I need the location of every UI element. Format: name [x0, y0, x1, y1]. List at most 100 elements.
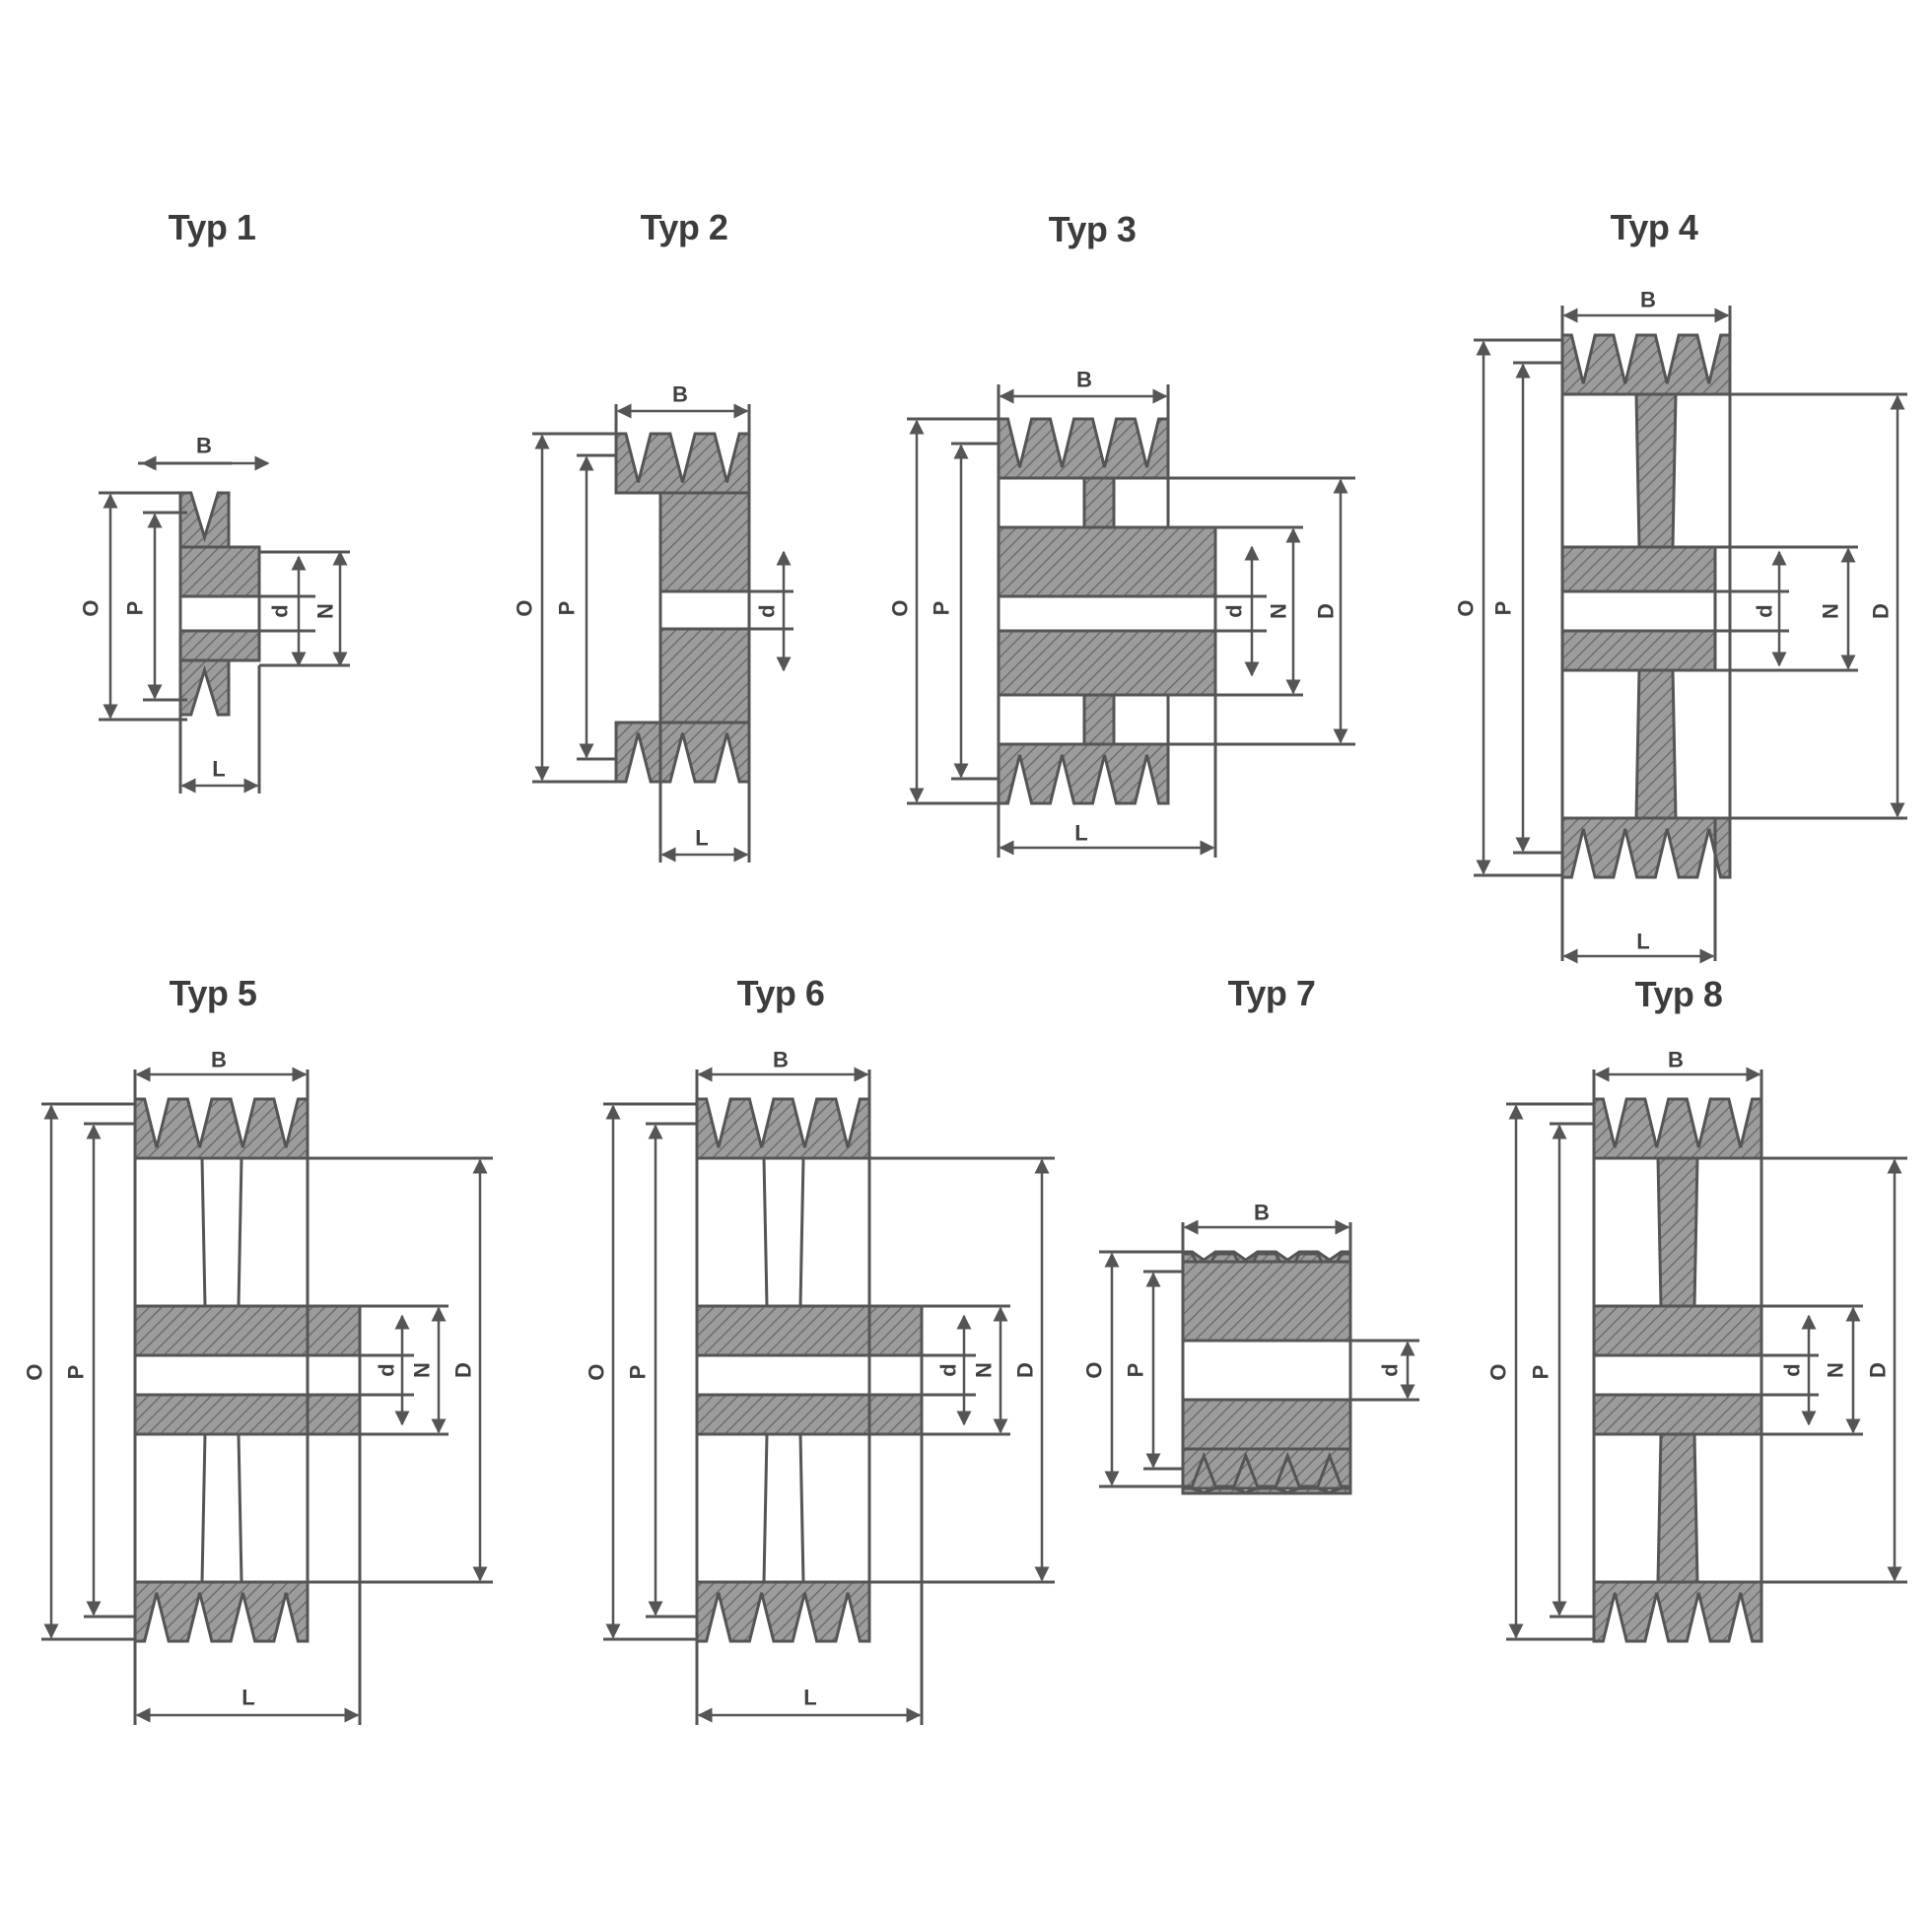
- label-O: O: [513, 599, 537, 616]
- label-P: P: [555, 601, 580, 616]
- grooves-bottom: [133, 1580, 310, 1643]
- bore: [1560, 589, 1717, 633]
- label-B: B: [1076, 368, 1092, 392]
- grooves-bottom-teeth: [1181, 1447, 1352, 1488]
- rim-outline: [133, 1156, 310, 1584]
- spoke-top: [1634, 392, 1678, 549]
- label-O: O: [79, 599, 104, 616]
- label-d: d: [1753, 604, 1777, 617]
- spoke-bottom: [1656, 1432, 1699, 1584]
- label-d: d: [1780, 1363, 1805, 1376]
- groove-top: [178, 491, 231, 549]
- hub-bottom: [1560, 629, 1717, 672]
- label-d: d: [1378, 1363, 1403, 1376]
- label-P: P: [930, 601, 954, 616]
- hub-top: [1592, 1304, 1763, 1357]
- label-L: L: [1636, 930, 1649, 954]
- bore: [133, 1353, 362, 1397]
- label-O: O: [888, 599, 913, 616]
- spoke-bottom: [1082, 693, 1116, 746]
- label-D: D: [1866, 1362, 1891, 1378]
- window-bottom-right: [1112, 693, 1170, 746]
- grooves-top: [1592, 1097, 1763, 1160]
- label-D: D: [1869, 603, 1894, 619]
- window-top-left: [997, 476, 1086, 529]
- web-top-fill: [658, 491, 751, 593]
- hub-top: [133, 1304, 362, 1357]
- hub-bottom: [695, 1393, 924, 1436]
- label-d: d: [1222, 604, 1247, 617]
- bore: [658, 589, 751, 631]
- hub-bottom: [133, 1393, 362, 1436]
- hub-bottom: [997, 629, 1217, 697]
- label-N: N: [1819, 603, 1843, 619]
- spoke-bottom: [1634, 668, 1678, 820]
- typ-5-title: Typ 5: [169, 973, 257, 1013]
- hub-bottom: [1592, 1393, 1763, 1436]
- label-O: O: [1486, 1363, 1511, 1380]
- label-B: B: [672, 382, 688, 407]
- label-L: L: [695, 826, 708, 851]
- typ-2-title: Typ 2: [640, 207, 728, 247]
- groove-bottom: [178, 658, 231, 717]
- grooves-bottom: [997, 742, 1170, 805]
- grooves-top: [1560, 333, 1732, 396]
- label-d: d: [755, 604, 780, 617]
- grooves-bottom: [1560, 816, 1732, 879]
- label-D: D: [1013, 1362, 1038, 1378]
- label-d: d: [268, 604, 293, 617]
- label-B: B: [196, 434, 212, 458]
- spoke-top: [1082, 476, 1116, 529]
- label-P: P: [64, 1365, 89, 1380]
- label-B: B: [1640, 288, 1656, 312]
- typ-4-title: Typ 4: [1610, 207, 1698, 247]
- label-L: L: [803, 1686, 816, 1710]
- label-P: P: [123, 601, 148, 616]
- spoke-top: [762, 1156, 805, 1308]
- label-N: N: [313, 603, 338, 619]
- label-L: L: [1074, 821, 1087, 846]
- label-B: B: [1668, 1048, 1684, 1072]
- hub-top: [178, 545, 261, 598]
- label-D: D: [451, 1362, 476, 1378]
- grooves-bottom: [614, 721, 751, 784]
- label-B: B: [1254, 1201, 1270, 1225]
- grooves-top: [614, 432, 751, 495]
- spoke-top: [1656, 1156, 1699, 1308]
- label-L: L: [212, 757, 225, 782]
- hub-top: [1560, 545, 1717, 593]
- spoke-top: [200, 1156, 243, 1308]
- typ-7-title: Typ 7: [1227, 973, 1316, 1013]
- label-D: D: [1314, 603, 1339, 619]
- label-P: P: [1491, 601, 1516, 616]
- label-B: B: [211, 1048, 227, 1072]
- bore: [178, 594, 261, 633]
- label-N: N: [972, 1362, 997, 1378]
- label-N: N: [1824, 1362, 1848, 1378]
- spoke-bottom: [762, 1432, 805, 1584]
- grooves-top: [695, 1097, 871, 1160]
- label-P: P: [1529, 1365, 1553, 1380]
- grooves-top: [133, 1097, 310, 1160]
- typ-8-title: Typ 8: [1634, 974, 1723, 1014]
- hub-bottom: [178, 629, 261, 662]
- hub-top: [997, 525, 1217, 598]
- rim-outline: [1560, 392, 1732, 820]
- rim-outline: [1592, 1156, 1763, 1584]
- typ-1-title: Typ 1: [168, 207, 256, 247]
- label-O: O: [23, 1363, 47, 1380]
- label-L: L: [242, 1686, 254, 1710]
- label-O: O: [1082, 1361, 1107, 1378]
- typ-3-title: Typ 3: [1048, 209, 1137, 249]
- label-P: P: [1124, 1363, 1148, 1378]
- window-bottom-left: [997, 693, 1086, 746]
- web-bottom-fill: [658, 627, 751, 724]
